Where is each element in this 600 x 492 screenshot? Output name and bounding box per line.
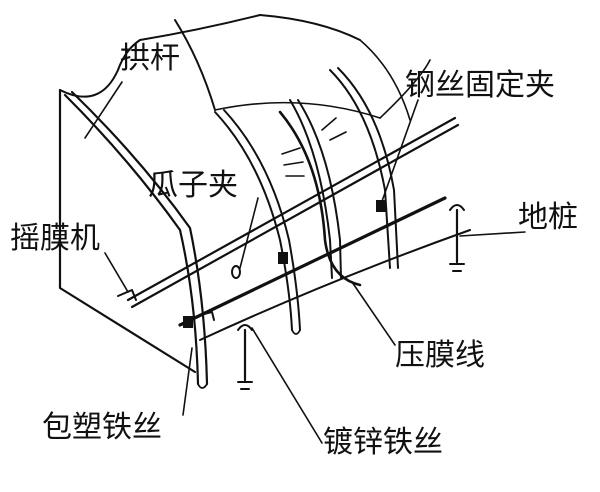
- label-steel-wire-clip: 钢丝固定夹: [405, 68, 555, 103]
- label-ground-stake: 地桩: [518, 200, 578, 235]
- label-film-pressing-line: 压膜线: [395, 338, 485, 373]
- film-roller-crank: [117, 289, 137, 301]
- label-film-roller: 摇膜机: [10, 221, 100, 256]
- label-plastic-coated-wire: 包塑铁丝: [42, 410, 162, 445]
- steel-wire: [178, 196, 447, 327]
- light-marks: [281, 117, 347, 177]
- greenhouse-film-outline: [58, 14, 431, 374]
- label-arch-bar: 拱杆: [120, 41, 180, 76]
- film-pressing-line: [278, 110, 362, 287]
- leader-lines: [84, 81, 526, 444]
- galvanized-wire-line: [199, 229, 471, 341]
- wire-clips: [183, 200, 386, 328]
- arch-bars: [63, 67, 399, 389]
- ground-stakes: [237, 204, 465, 390]
- label-galvanized-wire: 镀锌铁丝: [323, 425, 443, 460]
- label-claw-clip: 瓜子夹: [148, 168, 238, 203]
